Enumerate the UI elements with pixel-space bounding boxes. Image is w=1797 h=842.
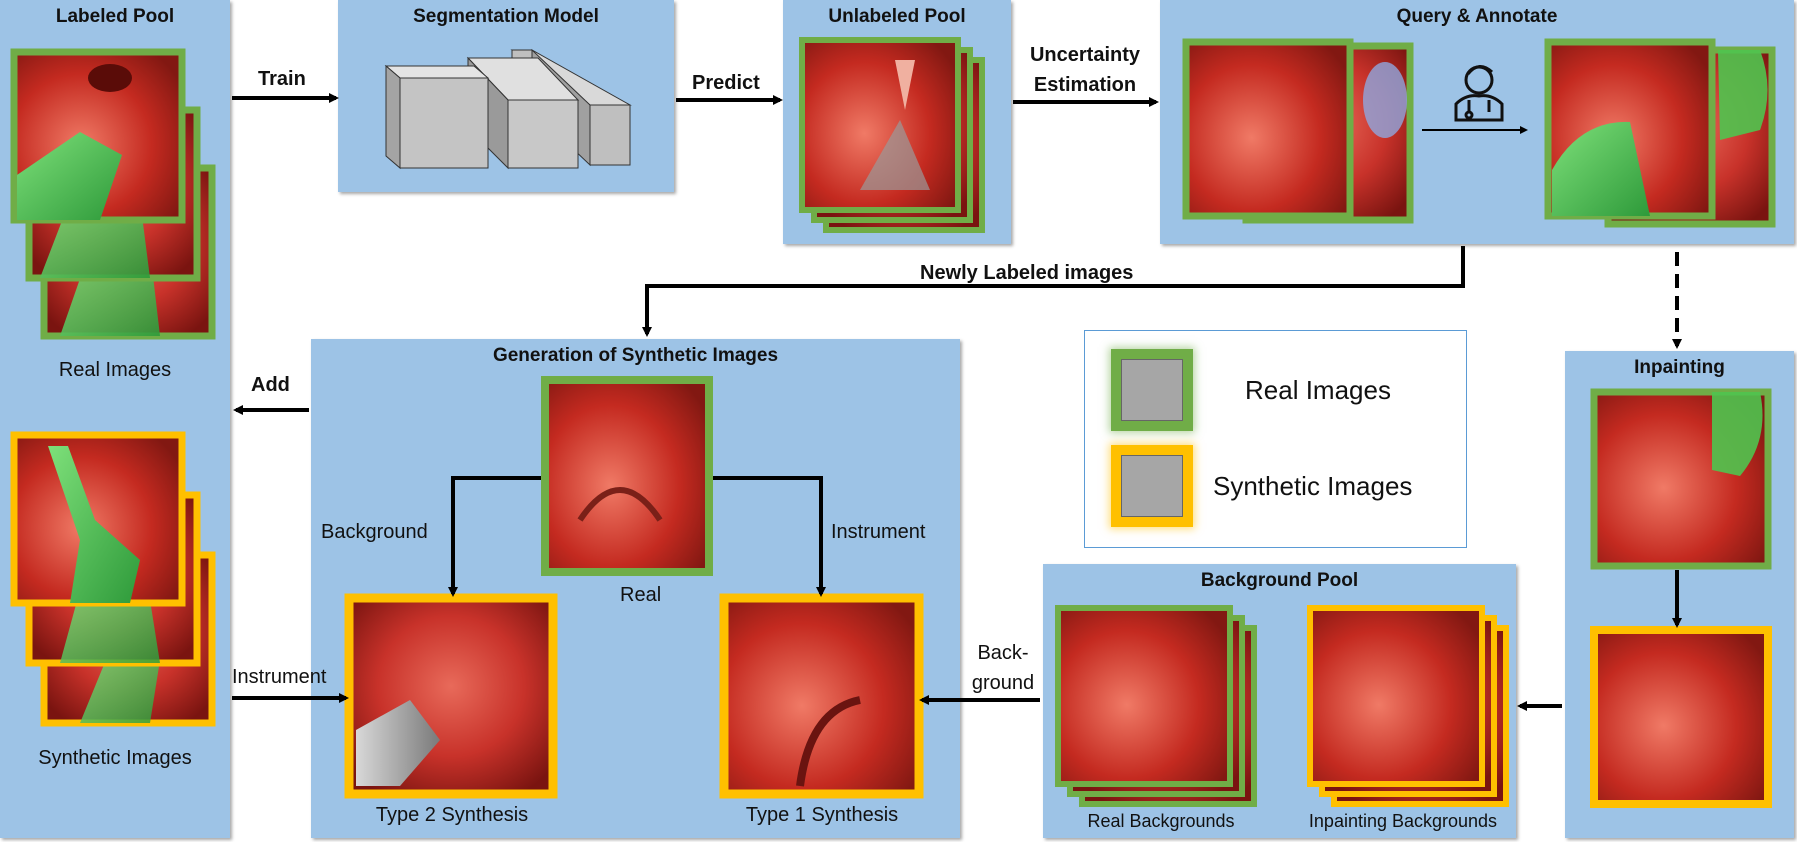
real-backgrounds-label: Real Backgrounds xyxy=(1087,811,1235,831)
query-images-unlabeled xyxy=(1182,38,1414,224)
instrument-branch-label: Instrument xyxy=(831,521,926,543)
legend-real-swatch xyxy=(1121,359,1183,421)
panel-title: Segmentation Model xyxy=(413,6,599,27)
inpainting-backgrounds-stack xyxy=(1307,605,1509,807)
unlabeled-image-stack xyxy=(799,37,985,233)
connector-arrows xyxy=(232,93,1682,711)
type1-synthesis-image xyxy=(719,593,924,799)
inpainting-output-image xyxy=(1590,626,1772,808)
real-backgrounds-stack xyxy=(1055,605,1257,807)
panel-title: Background Pool xyxy=(1200,570,1359,591)
uncertainty-label-line2: Estimation xyxy=(1033,74,1137,96)
panel-title: Query & Annotate xyxy=(1396,6,1558,27)
inpainting-input-image xyxy=(1590,388,1772,570)
legend-synthetic-label: Synthetic Images xyxy=(1213,471,1413,501)
newly-labeled-label: Newly Labeled images xyxy=(920,262,1134,284)
panel-title: Generation of Synthetic Images xyxy=(492,345,779,366)
type2-synthesis-image xyxy=(344,593,558,799)
real-source-image xyxy=(541,376,713,576)
query-images-annotated xyxy=(1544,38,1776,228)
uncertainty-label-line1: Uncertainty xyxy=(1029,44,1141,66)
doctor-icon xyxy=(1454,65,1504,122)
type2-synthesis-label: Type 2 Synthesis xyxy=(375,804,529,826)
inpainting-backgrounds-label: Inpainting Backgrounds xyxy=(1308,811,1498,831)
train-label: Train xyxy=(258,68,306,90)
legend-real-label: Real Images xyxy=(1245,375,1391,405)
legend: Real Images Synthetic Images xyxy=(1084,330,1467,548)
synthetic-image-stack xyxy=(10,431,216,727)
panel-title: Inpainting xyxy=(1634,357,1725,378)
real-image-stack xyxy=(10,48,216,340)
segmentation-model-blocks xyxy=(384,48,632,170)
background-label-line1: Back- xyxy=(977,642,1029,664)
type1-synthesis-label: Type 1 Synthesis xyxy=(745,804,899,826)
legend-synthetic-swatch xyxy=(1121,455,1183,517)
add-label: Add xyxy=(251,374,290,396)
newly-labeled-arrow xyxy=(642,246,1465,337)
predict-label: Predict xyxy=(692,72,760,94)
synthetic-images-label: Synthetic Images xyxy=(38,747,192,769)
instrument-branch-arrow xyxy=(713,476,826,597)
real-label: Real xyxy=(620,584,662,606)
background-branch-label: Background xyxy=(321,521,428,543)
real-images-label: Real Images xyxy=(58,359,172,381)
background-label-line2: ground xyxy=(971,672,1035,694)
panel-title: Labeled Pool xyxy=(55,6,175,27)
panel-title: Unlabeled Pool xyxy=(828,6,966,27)
instrument-left-label: Instrument xyxy=(232,666,327,688)
background-branch-arrow xyxy=(448,476,541,597)
